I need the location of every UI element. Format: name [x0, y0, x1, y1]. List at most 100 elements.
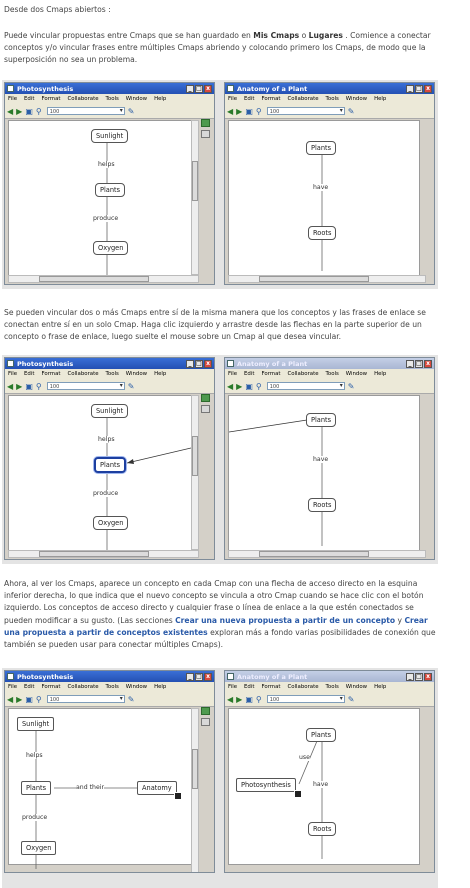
- concept-plants[interactable]: Plants: [306, 141, 337, 155]
- minimize-button[interactable]: _: [406, 84, 414, 93]
- menu-collaborate[interactable]: Collaborate: [287, 96, 319, 102]
- link-helps[interactable]: helps: [98, 436, 115, 443]
- palette-icon[interactable]: [201, 394, 210, 402]
- concept-photosynthesis-shortcut[interactable]: Photosynthesis: [236, 778, 296, 792]
- forward-arrow-icon[interactable]: ▶: [236, 381, 243, 391]
- window-anatomy-of-a-plant[interactable]: Anatomy of a Plant _ □ x File Edit Forma…: [224, 357, 435, 560]
- window-photosynthesis[interactable]: Photosynthesis _ □ x File Edit Format Co…: [4, 670, 215, 873]
- menu-tools[interactable]: Tools: [105, 684, 119, 690]
- close-button[interactable]: x: [204, 359, 212, 368]
- concept-roots[interactable]: Roots: [308, 822, 337, 836]
- zoom-select[interactable]: 100: [266, 382, 345, 390]
- vertical-scrollbar[interactable]: [191, 120, 199, 275]
- titlebar[interactable]: Photosynthesis _ □ x: [5, 358, 214, 369]
- palette-icon[interactable]: [201, 119, 210, 127]
- back-arrow-icon[interactable]: ◀: [7, 381, 14, 391]
- search-icon[interactable]: ⚲: [255, 694, 262, 704]
- close-button[interactable]: x: [204, 84, 212, 93]
- menu-format[interactable]: Format: [261, 96, 281, 102]
- menu-window[interactable]: Window: [125, 371, 148, 377]
- menu-file[interactable]: File: [228, 96, 238, 102]
- titlebar[interactable]: Photosynthesis _ □ x: [5, 83, 214, 94]
- link-have[interactable]: have: [313, 456, 329, 463]
- horizontal-scrollbar[interactable]: [228, 550, 426, 558]
- cmap-canvas[interactable]: Plants use Photosynthesis have Roots: [228, 708, 420, 865]
- menu-collaborate[interactable]: Collaborate: [287, 371, 319, 377]
- cmap-canvas[interactable]: Sunlight helps Plants produce Oxygen: [8, 120, 192, 277]
- menu-file[interactable]: File: [8, 371, 18, 377]
- menu-help[interactable]: Help: [154, 684, 167, 690]
- link-produce[interactable]: produce: [22, 814, 48, 821]
- maximize-button[interactable]: □: [415, 359, 423, 368]
- menu-edit[interactable]: Edit: [244, 96, 255, 102]
- menu-window[interactable]: Window: [345, 96, 368, 102]
- menu-edit[interactable]: Edit: [24, 96, 35, 102]
- back-arrow-icon[interactable]: ◀: [7, 694, 14, 704]
- maximize-button[interactable]: □: [195, 359, 203, 368]
- zoom-select[interactable]: 100: [46, 382, 125, 390]
- shortcut-arrow-icon[interactable]: [174, 792, 182, 800]
- maximize-button[interactable]: □: [195, 672, 203, 681]
- back-arrow-icon[interactable]: ◀: [227, 106, 234, 116]
- maximize-button[interactable]: □: [195, 84, 203, 93]
- concept-roots[interactable]: Roots: [308, 226, 337, 240]
- menu-edit[interactable]: Edit: [244, 684, 255, 690]
- link-and-their[interactable]: and their: [76, 784, 105, 791]
- menu-tools[interactable]: Tools: [325, 96, 339, 102]
- link-helps[interactable]: helps: [98, 161, 115, 168]
- search-icon[interactable]: ⚲: [35, 106, 42, 116]
- minimize-button[interactable]: _: [186, 672, 194, 681]
- concept-anatomy-shortcut[interactable]: Anatomy: [137, 781, 177, 795]
- close-button[interactable]: x: [204, 672, 212, 681]
- concept-sunlight[interactable]: Sunlight: [91, 404, 129, 418]
- view-icon[interactable]: ▣: [25, 381, 33, 391]
- view-icon[interactable]: ▣: [245, 106, 253, 116]
- menu-edit[interactable]: Edit: [24, 684, 35, 690]
- cmap-canvas[interactable]: Plants have Roots: [228, 120, 420, 277]
- menu-file[interactable]: File: [228, 684, 238, 690]
- concept-plants[interactable]: Plants: [95, 183, 126, 197]
- menu-collaborate[interactable]: Collaborate: [67, 371, 99, 377]
- menu-format[interactable]: Format: [261, 371, 281, 377]
- link-helps[interactable]: helps: [26, 752, 43, 759]
- menu-window[interactable]: Window: [345, 684, 368, 690]
- menu-format[interactable]: Format: [41, 684, 61, 690]
- back-arrow-icon[interactable]: ◀: [227, 381, 234, 391]
- titlebar[interactable]: Photosynthesis _ □ x: [5, 671, 214, 682]
- menu-tools[interactable]: Tools: [325, 684, 339, 690]
- view-icon[interactable]: ▣: [25, 694, 33, 704]
- link-have[interactable]: have: [313, 184, 329, 191]
- titlebar[interactable]: Anatomy of a Plant _ □ x: [225, 671, 434, 682]
- minimize-button[interactable]: _: [406, 672, 414, 681]
- menu-format[interactable]: Format: [41, 96, 61, 102]
- menu-help[interactable]: Help: [374, 96, 387, 102]
- horizontal-scrollbar[interactable]: [8, 275, 199, 283]
- menu-window[interactable]: Window: [345, 371, 368, 377]
- menu-help[interactable]: Help: [154, 96, 167, 102]
- concept-sunlight[interactable]: Sunlight: [17, 717, 55, 731]
- link-have[interactable]: have: [313, 781, 329, 788]
- zoom-select[interactable]: 100: [266, 695, 345, 703]
- view-icon[interactable]: ▣: [25, 106, 33, 116]
- view-icon[interactable]: ▣: [245, 694, 253, 704]
- menu-help[interactable]: Help: [374, 684, 387, 690]
- menu-collaborate[interactable]: Collaborate: [287, 684, 319, 690]
- menu-tools[interactable]: Tools: [105, 371, 119, 377]
- vertical-scrollbar[interactable]: [191, 708, 199, 872]
- search-icon[interactable]: ⚲: [255, 106, 262, 116]
- link-crear-propuesta-existentes[interactable]: Crear una propuesta a partir de concepto…: [4, 615, 428, 637]
- link-produce[interactable]: produce: [93, 490, 119, 497]
- forward-arrow-icon[interactable]: ▶: [16, 381, 23, 391]
- menu-tools[interactable]: Tools: [325, 371, 339, 377]
- forward-arrow-icon[interactable]: ▶: [236, 694, 243, 704]
- close-button[interactable]: x: [424, 84, 432, 93]
- settings-icon[interactable]: [201, 405, 210, 413]
- minimize-button[interactable]: _: [186, 84, 194, 93]
- style-icon[interactable]: ✎: [127, 694, 135, 704]
- menu-file[interactable]: File: [8, 96, 18, 102]
- menu-window[interactable]: Window: [125, 684, 148, 690]
- menu-format[interactable]: Format: [261, 684, 281, 690]
- link-produce[interactable]: produce: [93, 215, 119, 222]
- menu-file[interactable]: File: [8, 684, 18, 690]
- zoom-select[interactable]: 100: [46, 107, 125, 115]
